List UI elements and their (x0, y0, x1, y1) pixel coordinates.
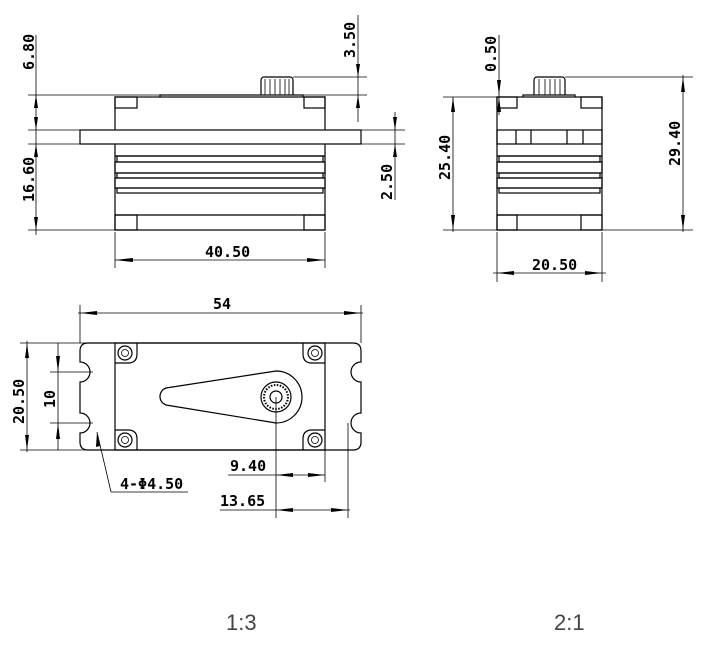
output-spline (260, 76, 294, 98)
dim-shaft-to-body: 9.40 (230, 457, 266, 475)
screw-bosses (115, 343, 325, 450)
body-outline (114, 342, 326, 451)
front-view: 6.80 16.60 3.50 2.50 40.50 (20, 15, 405, 268)
dim-top-height: 6.80 (20, 34, 38, 70)
dim-flange-thickness: 2.50 (378, 164, 396, 200)
dim-spline-height: 3.50 (341, 22, 359, 58)
dim-width: 20.50 (10, 379, 28, 424)
dim-shaft-to-hole: 13.65 (220, 492, 265, 510)
dim-spline-offset: 0.50 (482, 36, 500, 72)
dim-holes: 4-Φ4.50 (120, 475, 183, 493)
scale-right: 2:1 (554, 610, 585, 635)
dim-total-height: 29.40 (666, 121, 684, 166)
dim-body-width: 40.50 (205, 243, 250, 261)
side-view: 0.50 25.40 29.40 20.50 (436, 35, 693, 282)
servo-body (114, 96, 326, 231)
mounting-flange (79, 129, 362, 145)
bottom-view: 54 20.50 10 4-Φ4.50 9.40 13.65 (10, 295, 363, 518)
servo-body-side (496, 96, 603, 231)
servo-horn (159, 370, 303, 424)
dim-hole-spacing: 10 (41, 390, 59, 408)
dim-side-body-height: 25.40 (436, 135, 454, 180)
dim-body-height: 16.60 (20, 157, 38, 202)
dim-body-depth: 20.50 (532, 256, 577, 274)
dim-total-length: 54 (213, 295, 231, 313)
scale-left: 1:3 (226, 610, 257, 635)
